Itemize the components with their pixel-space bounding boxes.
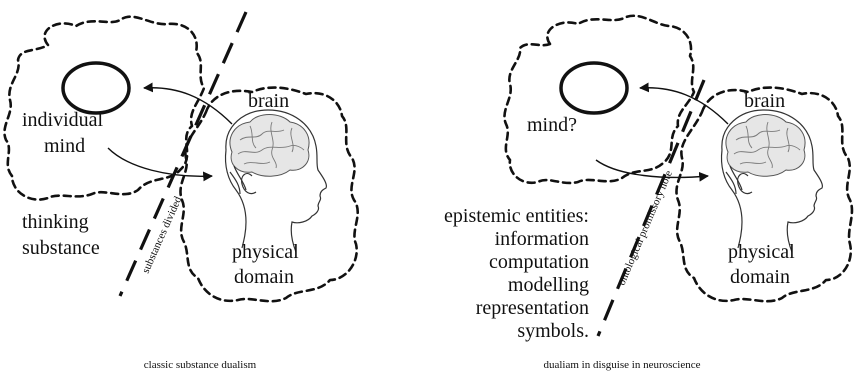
epistemic-entities-label: epistemic entities:	[444, 205, 589, 227]
brain-label-right: brain	[744, 90, 785, 112]
head-brain-icon	[225, 110, 326, 252]
promissory-note-label: ontological promissory note	[616, 169, 675, 287]
entity-item: symbols.	[517, 320, 589, 342]
head-brain-icon-right	[721, 110, 822, 252]
thinking-label: thinking	[22, 211, 89, 233]
domain-label-right: domain	[730, 266, 790, 288]
mind-ellipse	[63, 63, 129, 113]
mind-boundary	[504, 16, 694, 183]
caption-left: classic substance dualism	[144, 359, 257, 371]
entity-item: information	[495, 228, 589, 250]
physical-label-right: physical	[728, 241, 795, 263]
physical-label-left: physical	[232, 241, 299, 263]
individual-label: individual	[22, 109, 104, 131]
domain-label-left: domain	[234, 266, 294, 288]
mind-label: mind	[44, 135, 85, 157]
entity-item: computation	[489, 251, 589, 273]
brain-label-left: brain	[248, 90, 289, 112]
mind-ellipse-right	[561, 63, 627, 113]
left-panel: individual mind brain thinking substance…	[4, 12, 357, 371]
entity-item: representation	[476, 297, 589, 319]
substances-divider-line	[120, 12, 246, 296]
mind-to-brain-arrow	[108, 148, 212, 176]
mind-question-label: mind?	[527, 114, 577, 136]
brain-to-mind-arrow	[144, 88, 232, 124]
caption-right: dualiam in disguise in neuroscience	[543, 359, 700, 371]
substance-label: substance	[22, 237, 100, 259]
right-panel: mind? brain epistemic entities: informat…	[444, 16, 852, 371]
entity-item: modelling	[508, 274, 589, 296]
brain-to-mind-arrow-right	[640, 88, 728, 124]
